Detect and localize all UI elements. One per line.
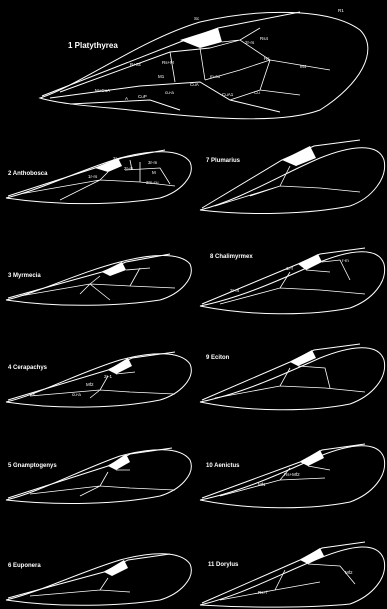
panel-label-6: 6 Euponera	[8, 563, 41, 569]
cells-11	[220, 564, 355, 600]
vein-label-2r-rs-8: 2r-rs	[230, 288, 240, 293]
vein-label-2r-rs-2: 2r-rs	[124, 166, 134, 171]
vein-label-cu-a: cu-a	[165, 90, 174, 95]
panel-3-myrmecia: 3 Myrmecia	[6, 254, 191, 305]
vein-label-cup: CuP	[138, 94, 147, 99]
panel-1-platythyrea: Sc R1 R+Sc Rs+M M+CuA CuP A 2r-rs Rs M4 …	[40, 8, 368, 119]
panel-label-3: 3 Myrmecia	[8, 273, 41, 279]
vein-label-a: A	[125, 96, 128, 101]
wing-outline-11	[200, 547, 385, 607]
panel-label-1: 1 Platythyrea	[68, 41, 118, 50]
vein-cup-1	[70, 100, 180, 110]
vein-label-mf2-11: Mf2	[345, 570, 353, 575]
wing-outline-6	[6, 554, 191, 606]
vein-label-rs-f: Rs+f	[258, 590, 268, 595]
stigma-1	[180, 28, 222, 48]
panel-label-4: 4 Cerapachys	[8, 365, 48, 371]
panel-label-7: 7 Plumarius	[206, 158, 241, 164]
panel-label-5: 5 Gnamptogenys	[8, 463, 57, 469]
vein-label-r1: R1	[338, 8, 344, 13]
vein-main-10	[202, 444, 365, 498]
vein-label-mf2: Mf2	[86, 382, 94, 387]
vein-label-cu-a-4: cu-a	[72, 392, 81, 397]
vein-label-1r-rs: 1r-rs	[88, 174, 98, 179]
vein-label-rs-mf2: Rs+Mf2	[284, 472, 300, 477]
vein-label-2m-cu: 2m-cu	[146, 180, 159, 185]
panel-label-2: 2 Anthobosca	[8, 171, 48, 177]
vein-label-2s: 2s	[30, 392, 36, 397]
stigma-6	[104, 560, 128, 576]
vein-label-r-m: r-m	[342, 258, 349, 263]
cells-7	[215, 166, 360, 206]
vein-label-r-sc: R+Sc	[130, 62, 142, 67]
vein-label-m-cu: m-cu	[210, 74, 220, 79]
vein-label-cua: CuA	[190, 82, 199, 87]
stigma-11	[300, 548, 324, 564]
vein-label-2r-rs: 2r-rs	[245, 40, 255, 45]
vein-label-m-2: M	[152, 170, 156, 175]
vein-label-m4: M4	[300, 64, 307, 69]
cells-10	[220, 466, 330, 496]
panel-9-eciton: 9 Eciton	[200, 344, 385, 410]
vein-label-cua1: CuA1	[222, 92, 234, 97]
panel-label-8: 8 Chalimyrmex	[210, 254, 253, 260]
vein-label-cu: Cu	[254, 90, 260, 95]
vein-label-rs: Rs	[264, 56, 270, 61]
panel-5-gnamptogenys: 5 Gnamptogenys	[6, 448, 191, 503]
panel-4-cerapachys: Mf2 2r-1 cu-a 2s 4 Cerapachys	[6, 352, 191, 407]
vein-label-2r: 2r	[113, 156, 118, 161]
vein-label-rs-m: Rs+M	[162, 60, 174, 65]
vein-m-cua-1	[50, 82, 280, 112]
wing-outline-2	[6, 152, 191, 204]
vein-main-6	[8, 554, 170, 598]
vein-label-mf1: Mf1	[258, 482, 266, 487]
cells-4	[30, 372, 175, 398]
stigma-7	[282, 146, 316, 166]
stigma-10	[300, 450, 324, 466]
vein-label-m-cua: M+CuA	[95, 88, 110, 93]
vein-label-3r-m: 3r-m	[148, 160, 157, 165]
wing-outline-3	[6, 256, 191, 306]
panel-6-euponera: 6 Euponera	[6, 554, 191, 606]
panel-10-aenictus: Mf1 Rs+Mf2 10 Aenictus	[200, 444, 385, 508]
vein-label-1r-f: 1r-f	[286, 266, 293, 271]
vein-label-m1: M1	[158, 74, 165, 79]
panel-11-dorylus: Rs+f Mf2 11 Dorylus	[200, 542, 385, 607]
wing-outline-4	[6, 354, 191, 407]
vein-main-5	[8, 448, 172, 498]
wing-outline-8	[200, 252, 385, 314]
stigma-9	[290, 350, 316, 366]
vein-main-7	[202, 140, 360, 208]
panel-label-10: 10 Aenictus	[206, 463, 240, 469]
panel-label-11: 11 Dorylus	[208, 562, 239, 568]
cells-5	[30, 470, 175, 496]
vein-r-sc-1	[60, 48, 210, 92]
vein-label-rs4: Rs4	[260, 36, 268, 41]
panel-label-9: 9 Eciton	[206, 355, 230, 361]
wing-outline-5	[6, 450, 191, 504]
panel-2-anthobosca: 2r 1r-rs 2r-rs 3r-m M 2m-cu 2 Anthobosca	[6, 150, 191, 204]
vein-label-2r-1: 2r-1	[104, 374, 112, 379]
vein-label-sc: Sc	[194, 16, 200, 21]
panel-7-plumarius: 7 Plumarius	[200, 140, 385, 213]
panel-8-chalimyrmex: 1r-f r-m 2r-rs 8 Chalimyrmex	[200, 248, 385, 314]
